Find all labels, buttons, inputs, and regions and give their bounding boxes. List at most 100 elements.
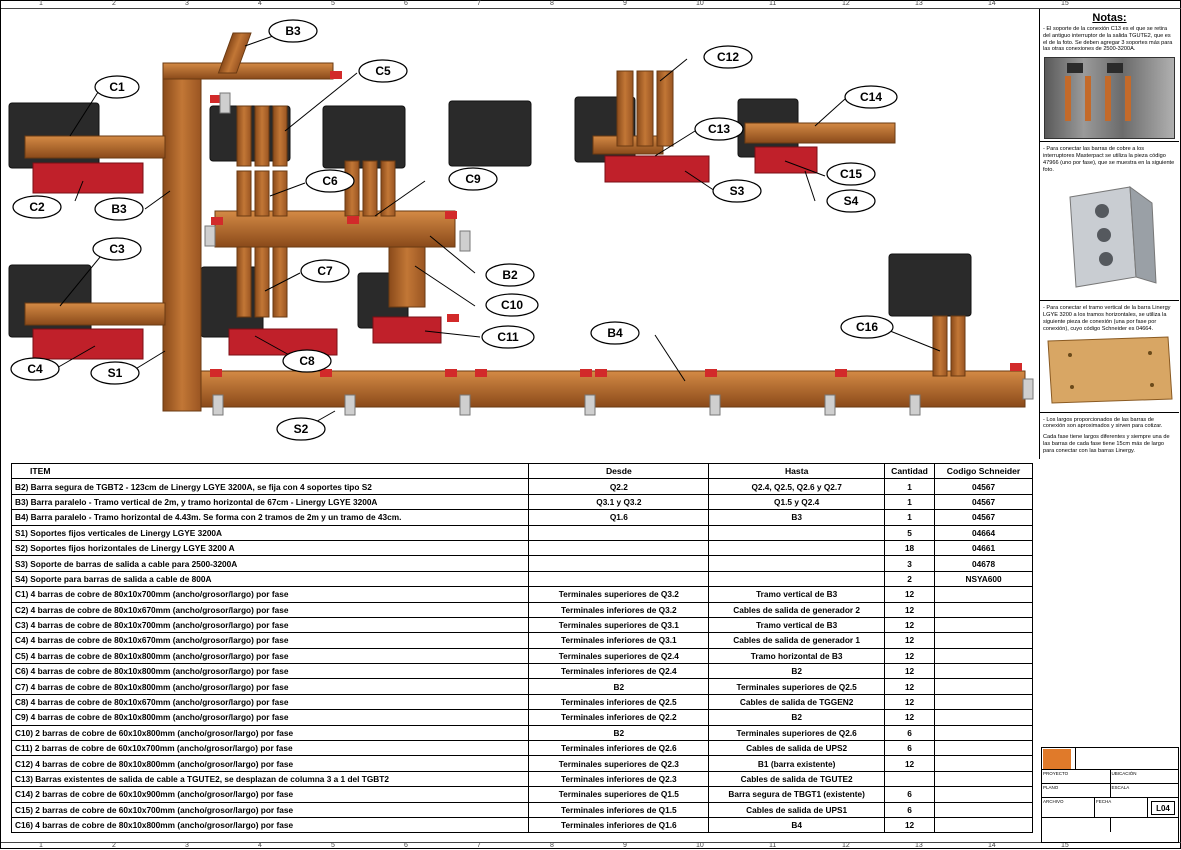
cell-cantidad: 12 [884, 693, 936, 711]
note-3: - Para conectar el tramo vertical de la … [1043, 305, 1171, 332]
callout-c10: C10 [501, 298, 523, 312]
cell-cantidad: 12 [884, 586, 936, 603]
cell-hasta: B2 [708, 709, 886, 726]
cell-desde: Terminales inferiores de Q2.5 [528, 693, 710, 711]
cell-cantidad: 6 [884, 724, 936, 742]
cell-hasta: Cables de salida de UPS1 [708, 801, 886, 818]
cell-item: C7) 4 barras de cobre de 80x10x800mm (an… [10, 678, 530, 695]
callout-c3: C3 [109, 242, 125, 256]
cell-hasta: Tramo vertical de B3 [708, 616, 886, 634]
cell-desde: Terminales inferiores de Q1.6 [528, 816, 710, 834]
ruler-number: 5 [331, 842, 335, 849]
cell-codigo [934, 678, 1033, 695]
cell-hasta: B4 [708, 816, 886, 834]
note-divider [1040, 411, 1179, 413]
note-5: Cada fase tiene largos diferentes y siem… [1043, 434, 1170, 454]
cell-hasta: Tramo horizontal de B3 [708, 647, 886, 665]
cell-codigo [934, 647, 1033, 665]
ruler-number: 8 [550, 0, 554, 7]
cell-item: C16) 4 barras de cobre de 80x10x800mm (a… [10, 816, 530, 834]
ruler-number: 7 [477, 0, 481, 7]
cell-codigo: 04678 [934, 555, 1033, 572]
copper-bar-stacks [236, 70, 966, 377]
cell-hasta: Cables de salida de UPS2 [708, 740, 886, 757]
cell-item: C15) 2 barras de cobre de 60x10x700mm (a… [10, 801, 530, 818]
table-row: C14) 2 barras de cobre de 60x10x900mm (a… [10, 786, 1033, 803]
cell-codigo: 04567 [934, 509, 1033, 526]
cell-item: C3) 4 barras de cobre de 80x10x700mm (an… [10, 616, 530, 634]
header-desde: Desde [528, 462, 710, 480]
cell-codigo [934, 740, 1033, 757]
table-row: B4) Barra paralelo - Tramo horizontal de… [10, 509, 1033, 526]
cell-desde: Q2.2 [528, 478, 710, 495]
cell-item: C13) Barras existentes de salida de cabl… [10, 770, 530, 788]
ruler-number: 6 [404, 0, 408, 7]
cell-cantidad: 12 [884, 616, 936, 634]
cell-item: B4) Barra paralelo - Tramo horizontal de… [10, 509, 530, 526]
cell-desde [528, 570, 710, 588]
ruler-number: 6 [404, 842, 408, 849]
cell-cantidad: 12 [884, 632, 936, 649]
callout-c7: C7 [317, 264, 333, 278]
ruler-number: 3 [185, 0, 189, 7]
cell-item: C5) 4 barras de cobre de 80x10x800mm (an… [10, 647, 530, 665]
cell-cantidad: 12 [884, 647, 936, 665]
ruler-number: 1 [39, 0, 43, 7]
cell-codigo [934, 632, 1033, 649]
tb-fecha: FECHA [1095, 798, 1148, 817]
cell-item: B2) Barra segura de TGBT2 - 123cm de Lin… [10, 478, 530, 495]
cell-desde: Terminales superiores de Q2.3 [528, 755, 710, 772]
callout-c14: C14 [860, 90, 882, 104]
callouts [10, 19, 898, 441]
tb-archivo: ARCHIVO [1042, 798, 1095, 817]
cell-desde: B2 [528, 678, 710, 695]
cell-item: S3) Soporte de barras de salida a cable … [10, 555, 530, 572]
cell-codigo [934, 601, 1033, 618]
callout-c12: C12 [717, 50, 739, 64]
ruler-number: 7 [477, 842, 481, 849]
table-row: B2) Barra segura de TGBT2 - 123cm de Lin… [10, 478, 1033, 495]
cell-codigo [934, 786, 1033, 803]
cell-cantidad: 6 [884, 740, 936, 757]
ruler-number: 8 [550, 842, 554, 849]
cell-codigo [934, 586, 1033, 603]
table-row: B3) Barra paralelo - Tramo vertical de 2… [10, 493, 1033, 511]
cell-hasta: Barra segura de TBGT1 (existente) [708, 786, 886, 803]
busbar-3d-drawing: B3 C1 C5 C12 C14 C13 C2 B3 C6 C9 S3 C15 … [8, 19, 1034, 441]
note-2: - Para conectar las barras de cobre a lo… [1043, 146, 1175, 173]
cell-desde: Terminales inferiores de Q2.6 [528, 740, 710, 757]
company-logo [1043, 749, 1071, 769]
header-codigo: Codigo Schneider [934, 462, 1033, 480]
callout-leaders [54, 30, 941, 429]
table-row: S4) Soporte para barras de salida a cabl… [10, 570, 1033, 588]
cell-desde [528, 539, 710, 557]
cell-cantidad [884, 770, 936, 788]
ruler-number: 13 [915, 842, 923, 849]
ruler-number: 3 [185, 842, 189, 849]
cell-item: S1) Soportes fijos verticales de Linergy… [10, 524, 530, 541]
cell-cantidad: 1 [884, 478, 936, 495]
cell-desde: Terminales superiores de Q2.4 [528, 647, 710, 665]
cell-desde [528, 524, 710, 541]
title-block: PROYECTO UBICACIÓN PLANO ESCALA ARCHIVO … [1041, 747, 1179, 843]
callout-b3-mid: B3 [111, 202, 127, 216]
cell-cantidad: 12 [884, 755, 936, 772]
callout-c4: C4 [27, 362, 43, 376]
cell-codigo [934, 724, 1033, 742]
cell-desde: Terminales inferiores de Q2.4 [528, 663, 710, 680]
cell-hasta [708, 570, 886, 588]
bus-branches [24, 122, 896, 326]
items-table-wrapper: ITEM Desde Hasta Cantidad Codigo Schneid… [10, 462, 1033, 834]
cell-item: C1) 4 barras de cobre de 80x10x700mm (an… [10, 586, 530, 603]
cell-hasta: Tramo vertical de B3 [708, 586, 886, 603]
cell-desde: Q1.6 [528, 509, 710, 526]
cell-cantidad: 12 [884, 601, 936, 618]
cell-desde: Terminales inferiores de Q2.3 [528, 770, 710, 788]
callout-c9: C9 [465, 172, 481, 186]
note-divider [1040, 141, 1179, 143]
title-block-header [1076, 748, 1178, 769]
table-row: S3) Soporte de barras de salida a cable … [10, 555, 1033, 572]
cell-desde: Terminales superiores de Q3.2 [528, 586, 710, 603]
callout-c6: C6 [322, 174, 338, 188]
cell-item: C11) 2 barras de cobre de 60x10x700mm (a… [10, 740, 530, 757]
